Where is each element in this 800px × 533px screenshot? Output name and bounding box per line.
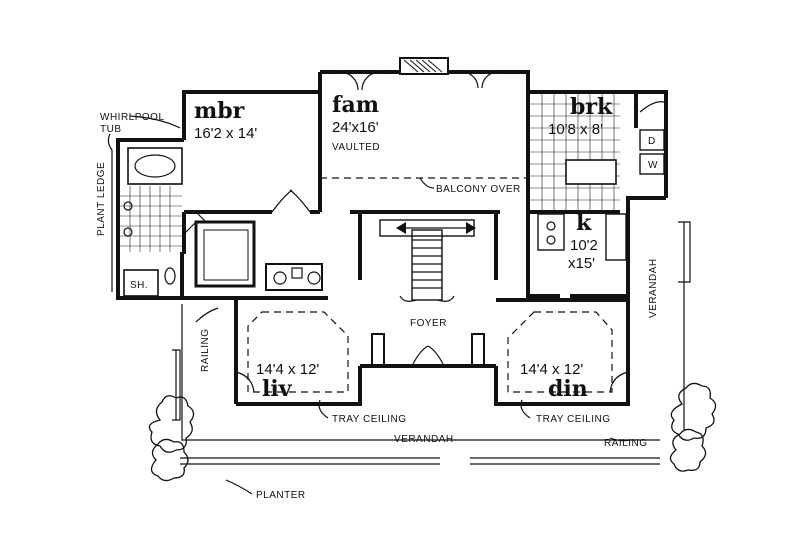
balcony-over-line [320,177,528,189]
planter-label: PLANTER [256,490,306,501]
fireplace [399,57,449,75]
tray-left-label: TRAY CEILING [332,414,407,425]
tray-right-label: TRAY CEILING [536,414,611,425]
room-labels: mbr 16'2 x 14' fam 24'x16' VAULTED brk 1… [194,92,613,402]
k-dims-2: x15' [568,255,595,272]
washer-label: W [648,160,658,171]
mbr-dims: 16'2 x 14' [194,125,257,142]
whirlpool-label-1: WHIRLPOOL [100,112,165,123]
mbr-bath [111,147,323,297]
railing-right-label: RAILING [604,438,648,449]
shower-label: SH. [130,280,148,291]
dryer-label: D [648,136,656,147]
din-dims: 14'4 x 12' [520,361,583,378]
liv-title: liv [262,376,293,402]
staircase [379,219,476,302]
fam-dims: 24'x16' [332,119,379,136]
liv-dims: 14'4 x 12' [256,361,319,378]
foyer-label: FOYER [410,318,447,329]
railing-left-label: RAILING [200,328,211,372]
shrubs-left [148,395,440,482]
whirlpool-label-2: TUB [100,124,122,135]
fam-title: fam [332,92,379,118]
mbr-title: mbr [194,98,245,124]
tray-ceilings [247,311,613,393]
verandah-outline [172,304,660,441]
balcony-label: BALCONY OVER [436,184,521,195]
annotation-labels: WHIRLPOOL TUB PLANT LEDGE SH. BALCONY OV… [96,112,659,501]
din-title: din [548,376,588,402]
exterior-walls [116,70,691,430]
k-dims-1: 10'2 [570,237,598,254]
leaders [107,115,631,495]
foyer-doors [235,333,629,393]
fam-doors [339,71,499,91]
kitchen [530,94,665,261]
shrubs-right [470,382,717,472]
brk-title: brk [570,94,613,120]
k-title: k [576,210,592,236]
plant-ledge-label: PLANT LEDGE [96,162,107,236]
brk-dims: 10'8 x 8' [548,121,603,138]
verandah-right-label: VERANDAH [648,258,659,318]
fam-note: VAULTED [332,142,380,153]
verandah-bottom-label: VERANDAH [394,434,454,445]
